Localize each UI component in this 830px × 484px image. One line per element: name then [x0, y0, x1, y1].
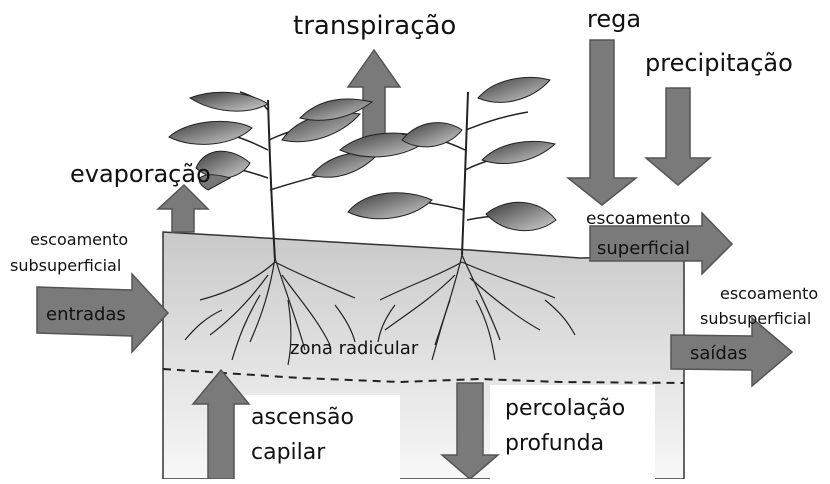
- label-entradas: entradas: [46, 304, 126, 325]
- label-ascensao-2: capilar: [251, 440, 326, 465]
- label-saidas: saídas: [690, 343, 747, 364]
- irrigation-arrow: [565, 39, 639, 206]
- label-transpiracao: transpiração: [293, 11, 456, 41]
- saidas-arrow: [670, 316, 794, 388]
- roots-left: [184, 257, 356, 366]
- precipitation-arrow: [643, 87, 713, 186]
- label-escoamento-subsup-left-1: escoamento: [30, 230, 128, 249]
- capillary-rise-arrow: [191, 368, 251, 480]
- label-precipitacao: precipitação: [645, 49, 793, 77]
- label-escoamento-subsup-left-2: subsuperficial: [10, 256, 121, 275]
- label-escoamento-subsup-right-2: subsuperficial: [700, 309, 811, 328]
- label-zona-radicular: zona radicular: [290, 338, 419, 359]
- deep-percolation-arrow: [439, 382, 501, 480]
- surface-runoff-arrow: [589, 211, 734, 276]
- entradas-arrow: [36, 272, 170, 354]
- label-escoamento-superficial-2: superficial: [597, 238, 690, 259]
- plant-right: [347, 76, 557, 256]
- ascensao-label-bg: [230, 395, 400, 479]
- soil-block: [162, 231, 685, 480]
- label-percolacao-1: percolação: [505, 396, 625, 421]
- evaporation-arrow: [156, 183, 210, 233]
- label-percolacao-2: profunda: [505, 431, 604, 456]
- root-zone-boundary: [162, 368, 685, 384]
- label-rega: rega: [587, 5, 641, 33]
- percolacao-label-bg: [490, 385, 655, 479]
- label-escoamento-subsup-right-1: escoamento: [720, 284, 818, 303]
- label-escoamento-superficial-1: escoamento: [586, 209, 690, 229]
- roots-right: [377, 254, 576, 361]
- label-evaporacao: evaporação: [70, 160, 211, 188]
- label-ascensao-1: ascensão: [251, 405, 354, 430]
